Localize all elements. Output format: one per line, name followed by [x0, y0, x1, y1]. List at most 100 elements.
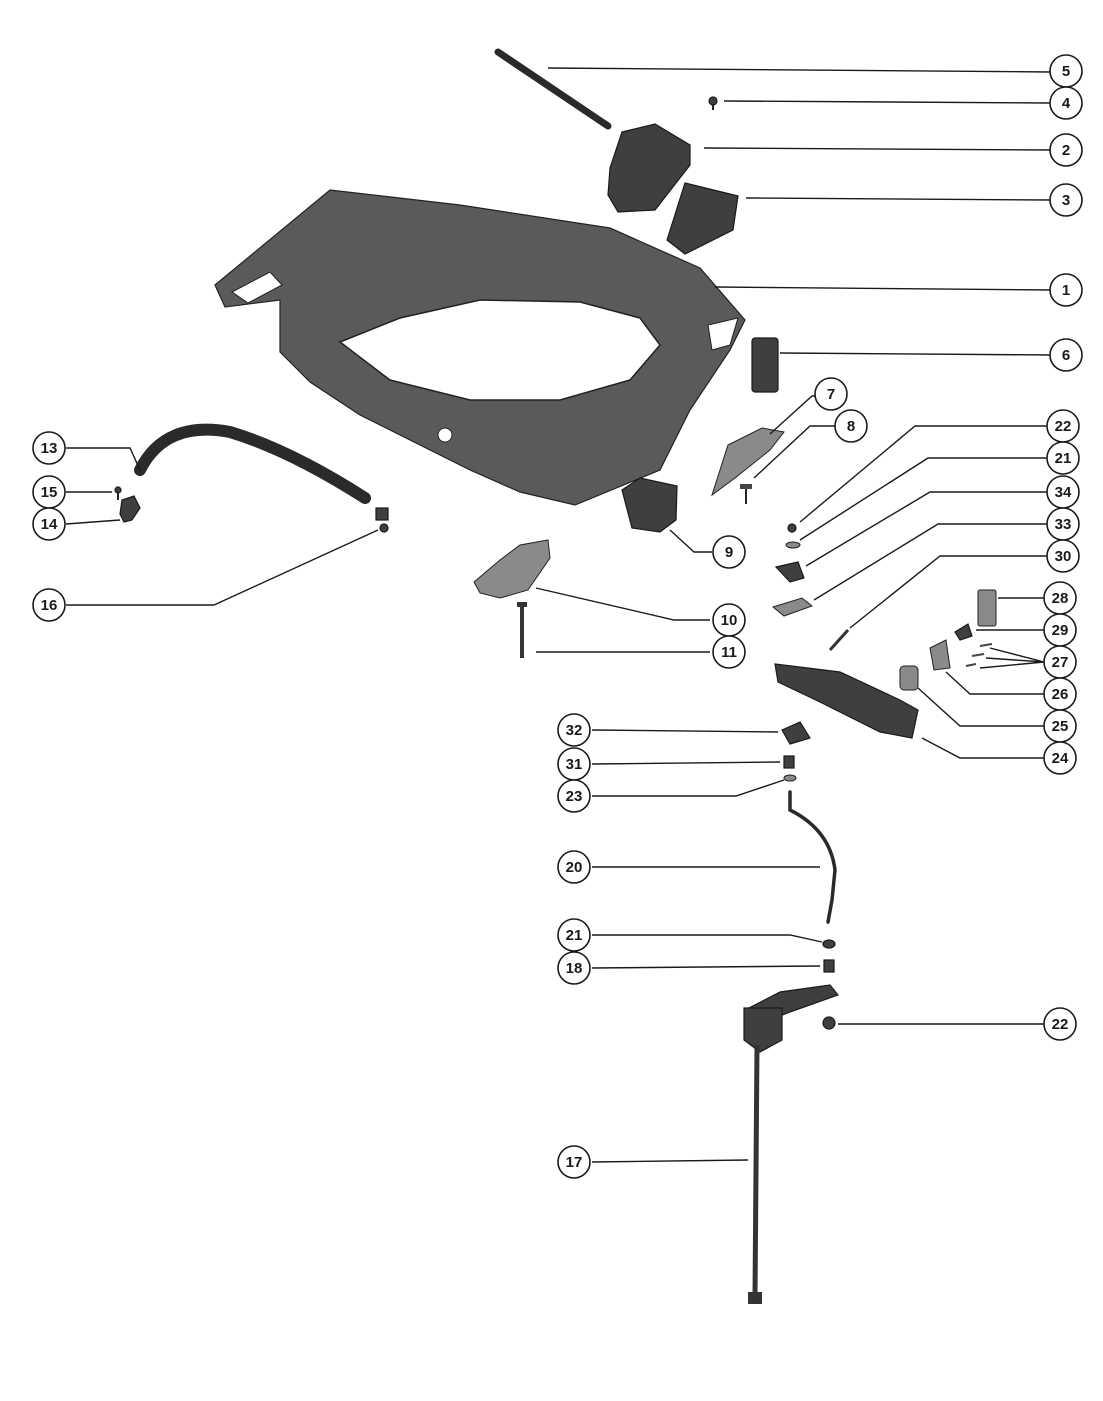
- callout-4: 4: [1049, 86, 1083, 120]
- callout-3: 3: [1049, 183, 1083, 217]
- part-11-bolt: [517, 602, 527, 658]
- part-5-strip: [494, 48, 612, 130]
- callout-22-upper-label: 22: [1055, 418, 1072, 435]
- part-22-nut-upper: [787, 523, 797, 533]
- callout-16: 16: [32, 588, 66, 622]
- callout-9-label: 9: [725, 544, 733, 561]
- leader-14: [65, 519, 121, 525]
- callout-22-lower-label: 22: [1052, 1016, 1069, 1033]
- part-22-nut-lower: [822, 1016, 836, 1030]
- part-15-screw: [114, 486, 122, 500]
- callout-14-label: 14: [41, 516, 58, 533]
- leader-8: [753, 425, 835, 479]
- leader-1: [714, 286, 1053, 291]
- leader-2: [703, 147, 1053, 151]
- part-25-insert: [899, 665, 919, 691]
- callout-1: 1: [1049, 273, 1083, 307]
- leader-31: [591, 761, 781, 765]
- callout-29-label: 29: [1052, 622, 1069, 639]
- part-16-fitting: [375, 507, 389, 533]
- leader-27: [979, 647, 1045, 669]
- leader-18: [591, 965, 821, 969]
- callout-15-label: 15: [41, 484, 58, 501]
- callout-21-upper-label: 21: [1055, 450, 1072, 467]
- leader-24: [921, 737, 1044, 759]
- leader-30: [849, 555, 1048, 629]
- callout-13-label: 13: [41, 440, 58, 457]
- leader-22a: [799, 425, 1048, 523]
- part-27-pins: [965, 643, 993, 667]
- leader-13: [66, 447, 141, 471]
- part-8-screw: [740, 484, 752, 504]
- part-4-screw: [708, 96, 718, 110]
- callout-10-label: 10: [721, 612, 738, 629]
- callout-4-label: 4: [1062, 95, 1071, 112]
- part-14-clip: [119, 495, 141, 523]
- callout-30: 30: [1046, 539, 1080, 573]
- callout-24-label: 24: [1052, 750, 1069, 767]
- part-32-bracket: [781, 721, 811, 745]
- leader-5: [547, 67, 1053, 73]
- leader-21a: [799, 457, 1048, 541]
- part-21-washer-upper: [785, 541, 801, 549]
- part-9-mount-block: [621, 477, 678, 533]
- part-33-spring: [771, 597, 814, 617]
- callout-10: 10: [712, 603, 746, 637]
- callout-13: 13: [32, 431, 66, 465]
- leader-9: [669, 529, 712, 553]
- part-2-latch-housing: [607, 123, 691, 213]
- part-10-bracket: [473, 539, 551, 599]
- callout-17-label: 17: [566, 1154, 583, 1171]
- callout-3-label: 3: [1062, 192, 1070, 209]
- callout-34-label: 34: [1055, 484, 1072, 501]
- leader-3: [745, 197, 1053, 201]
- leader-25: [917, 687, 1044, 727]
- part-18-bushing: [823, 959, 835, 973]
- part-28-switch: [977, 589, 997, 627]
- callout-9: 9: [712, 535, 746, 569]
- callout-22-lower: 22: [1043, 1007, 1077, 1041]
- leader-7: [769, 395, 820, 435]
- callout-27-label: 27: [1052, 654, 1069, 671]
- leader-33: [813, 523, 1048, 601]
- callout-28: 28: [1043, 581, 1077, 615]
- callout-32: 32: [557, 713, 591, 747]
- part-31-bushing: [783, 755, 795, 769]
- callout-20: 20: [557, 850, 591, 884]
- callout-23: 23: [557, 779, 591, 813]
- callout-26-label: 26: [1052, 686, 1069, 703]
- part-34-clip: [774, 561, 805, 583]
- callout-11-label: 11: [721, 644, 737, 661]
- callout-29: 29: [1043, 613, 1077, 647]
- part-30-pin: [828, 628, 850, 652]
- callout-30-label: 30: [1055, 548, 1072, 565]
- callout-23-label: 23: [566, 788, 583, 805]
- part-20-cable: [788, 790, 837, 924]
- leader-32: [591, 729, 779, 733]
- callout-24: 24: [1043, 741, 1077, 775]
- leader-23: [592, 779, 785, 797]
- leader-21b: [592, 934, 823, 943]
- callout-25: 25: [1043, 709, 1077, 743]
- leader-16: [66, 529, 379, 606]
- callout-22-upper: 22: [1046, 409, 1080, 443]
- part-26-cap: [929, 639, 951, 671]
- callout-18-label: 18: [566, 960, 583, 977]
- callout-28-label: 28: [1052, 590, 1069, 607]
- callout-8-label: 8: [847, 418, 855, 435]
- callout-2-label: 2: [1062, 142, 1070, 159]
- leader-4: [723, 100, 1053, 104]
- callout-17: 17: [557, 1145, 591, 1179]
- leader-26: [945, 671, 1044, 695]
- callout-6: 6: [1049, 338, 1083, 372]
- part-24-handle: [774, 663, 919, 739]
- callout-31: 31: [557, 747, 591, 781]
- part-7-latch-lever: [711, 427, 785, 497]
- callout-33-label: 33: [1055, 516, 1072, 533]
- leader-6: [779, 352, 1053, 356]
- callout-31-label: 31: [566, 756, 583, 773]
- part-29-contact: [954, 623, 973, 641]
- callout-18: 18: [557, 951, 591, 985]
- part-21-washer-lower: [822, 939, 836, 949]
